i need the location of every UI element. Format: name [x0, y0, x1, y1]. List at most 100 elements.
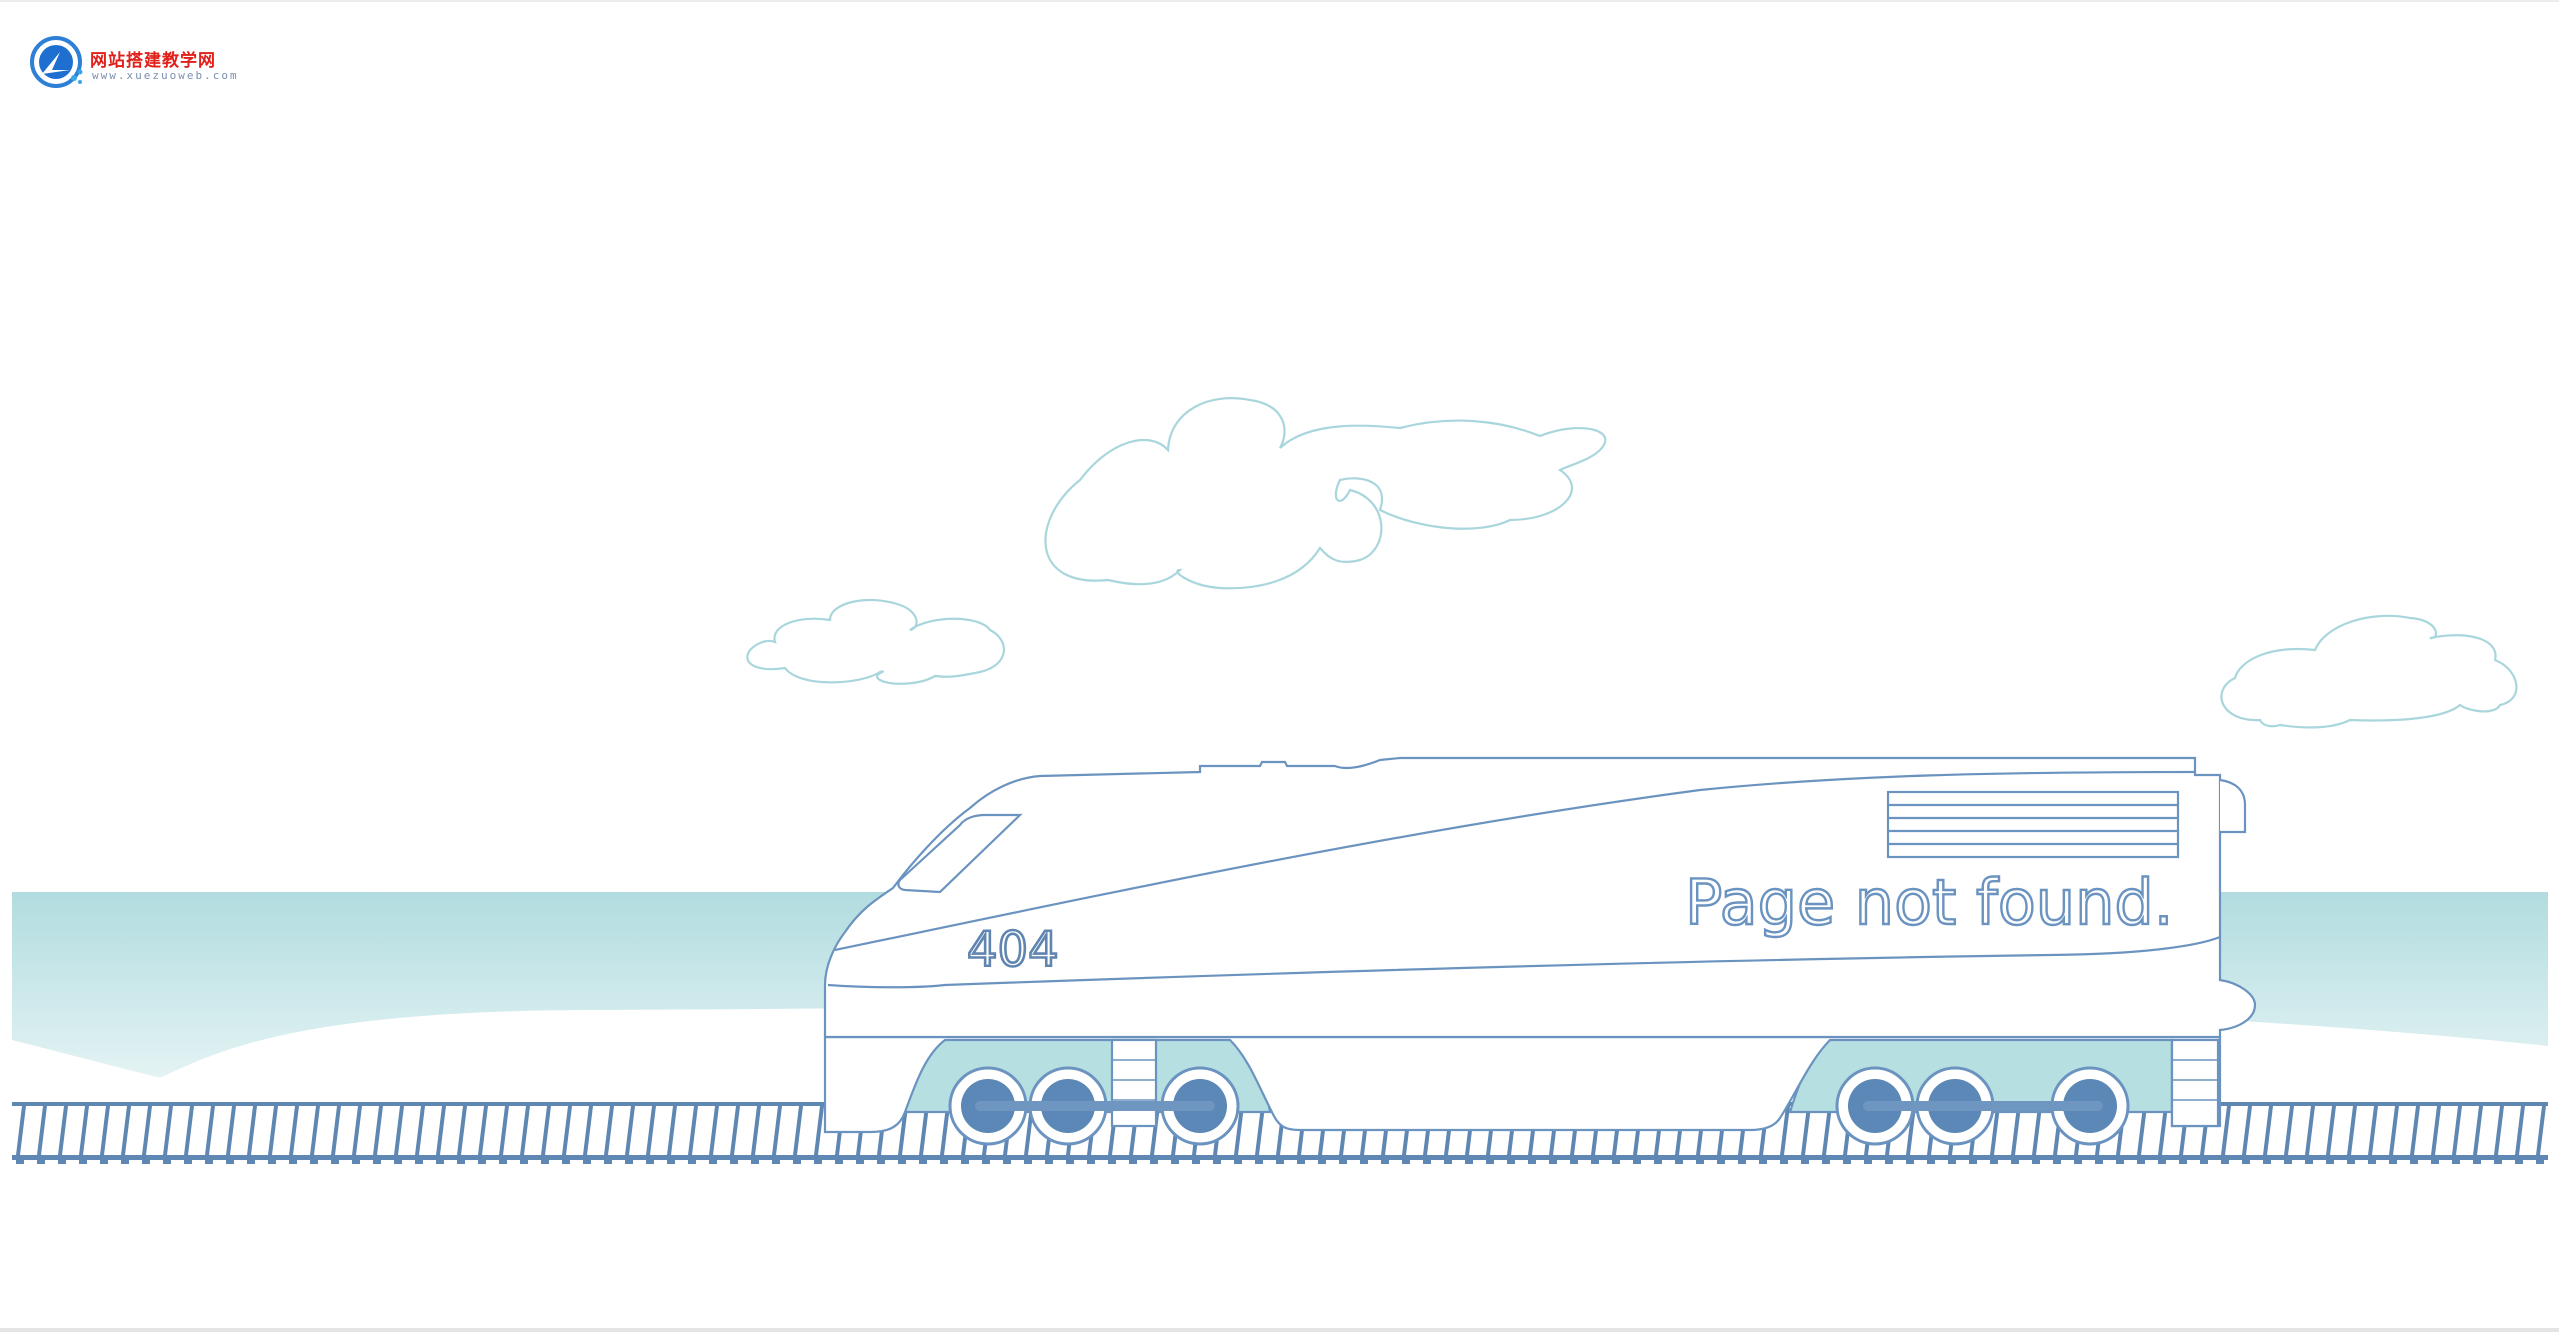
- train-underframe: [823, 1035, 2222, 1134]
- railway-tie-foot: [2536, 1160, 2544, 1164]
- railway-tie: [562, 1106, 572, 1155]
- railway-tie: [2284, 1106, 2294, 1155]
- railway-tie-foot: [1360, 1160, 1368, 1164]
- railway-tie: [1780, 1106, 1790, 1155]
- railway-tie-foot: [2347, 1160, 2355, 1164]
- railway-tie: [667, 1106, 677, 1155]
- railway-tie-foot: [2137, 1160, 2145, 1164]
- railway-tie-foot: [415, 1160, 423, 1164]
- railway-tie-foot: [1213, 1160, 1221, 1164]
- railway-tie-foot: [1969, 1160, 1977, 1164]
- railway-tie-foot: [1549, 1160, 1557, 1164]
- railway-tie-foot: [1570, 1160, 1578, 1164]
- railway-tie-foot: [1696, 1160, 1704, 1164]
- railway-tie-foot: [1066, 1160, 1074, 1164]
- railway-tie-foot: [1402, 1160, 1410, 1164]
- railway-tie: [457, 1106, 467, 1155]
- railway-tie-foot: [646, 1160, 654, 1164]
- railway-tie-foot: [1717, 1160, 1725, 1164]
- cloud-large: [1044, 397, 1607, 590]
- railway-tie: [184, 1106, 194, 1155]
- railway-tie: [583, 1106, 593, 1155]
- railway-tie: [2242, 1106, 2252, 1155]
- railway-tie: [2431, 1106, 2441, 1155]
- railway-tie: [688, 1106, 698, 1155]
- railway-tie-foot: [226, 1160, 234, 1164]
- railway-tie: [2221, 1106, 2231, 1155]
- railway-tie: [2410, 1106, 2420, 1155]
- railway-tie: [646, 1106, 656, 1155]
- railway-tie: [436, 1106, 446, 1155]
- railway-tie-foot: [1738, 1160, 1746, 1164]
- railway-tie-foot: [814, 1160, 822, 1164]
- railway-tie: [79, 1106, 89, 1155]
- railway-tie: [604, 1106, 614, 1155]
- train-body: [823, 756, 2257, 1039]
- railway-tie-foot: [1528, 1160, 1536, 1164]
- railway-tie: [205, 1106, 215, 1155]
- railway-tie-foot: [856, 1160, 864, 1164]
- windshield: [897, 813, 1023, 894]
- railway-tie-foot: [1948, 1160, 1956, 1164]
- connecting-rod-right: [1863, 1101, 2103, 1111]
- railway-tie-foot: [898, 1160, 906, 1164]
- railway-tie-foot: [1612, 1160, 1620, 1164]
- railway-tie-foot: [1990, 1160, 1998, 1164]
- rear-cap: [2219, 778, 2247, 834]
- railway-tie: [499, 1106, 509, 1155]
- railway-tie: [2032, 1106, 2042, 1155]
- railway-tie-foot: [1843, 1160, 1851, 1164]
- railway-tie-foot: [184, 1160, 192, 1164]
- railway-tie-foot: [1024, 1160, 1032, 1164]
- railway-tie-foot: [1885, 1160, 1893, 1164]
- railway-tie: [289, 1106, 299, 1155]
- railway-tie-foot: [2074, 1160, 2082, 1164]
- railway-tie-foot: [478, 1160, 486, 1164]
- railway-tie: [2305, 1106, 2315, 1155]
- railway-tie-foot: [1087, 1160, 1095, 1164]
- train-number: 404: [967, 922, 1059, 978]
- railway-tie: [2473, 1106, 2483, 1155]
- railway-tie-foot: [2032, 1160, 2040, 1164]
- railway-tie: [163, 1106, 173, 1155]
- top-border: [0, 0, 2559, 2]
- railway-tie: [2011, 1106, 2021, 1155]
- railway-tie-foot: [1780, 1160, 1788, 1164]
- railway-tie-foot: [1129, 1160, 1137, 1164]
- railway-tie-foot: [2095, 1160, 2103, 1164]
- railway-tie-foot: [58, 1160, 66, 1164]
- railway-tie-foot: [2326, 1160, 2334, 1164]
- site-logo-icon: [30, 36, 83, 88]
- railway-tie: [940, 1106, 950, 1155]
- railway-tie: [268, 1106, 278, 1155]
- railway-tie-foot: [394, 1160, 402, 1164]
- railway-tie: [2326, 1106, 2336, 1155]
- railway-tie-foot: [1654, 1160, 1662, 1164]
- railway-tie-foot: [1864, 1160, 1872, 1164]
- railway-tie-foot: [1108, 1160, 1116, 1164]
- railway-tie-foot: [1507, 1160, 1515, 1164]
- railway-tie-foot: [562, 1160, 570, 1164]
- railway-tie: [478, 1106, 488, 1155]
- railway-tie: [625, 1106, 635, 1155]
- railway-tie-foot: [331, 1160, 339, 1164]
- railway-tie: [1150, 1106, 1160, 1155]
- railway-tie-foot: [457, 1160, 465, 1164]
- railway-tie: [2158, 1106, 2168, 1155]
- railway-tie: [1255, 1106, 1265, 1155]
- railway-tie: [37, 1106, 47, 1155]
- railway-tie-foot: [982, 1160, 990, 1164]
- railway-tie-foot: [2200, 1160, 2208, 1164]
- railway-tie-foot: [1633, 1160, 1641, 1164]
- site-logo-link[interactable]: 网站搭建教学网 www.xuezuoweb.com: [30, 34, 240, 94]
- railway-tie-foot: [268, 1160, 276, 1164]
- railway-tie-foot: [1906, 1160, 1914, 1164]
- railway-tie: [1990, 1106, 2000, 1155]
- railway-tie-foot: [2284, 1160, 2292, 1164]
- railway-tie-foot: [1822, 1160, 1830, 1164]
- railway-tie-foot: [100, 1160, 108, 1164]
- railway-tie-foot: [1192, 1160, 1200, 1164]
- railway-tie-foot: [877, 1160, 885, 1164]
- railway-tie: [814, 1106, 824, 1155]
